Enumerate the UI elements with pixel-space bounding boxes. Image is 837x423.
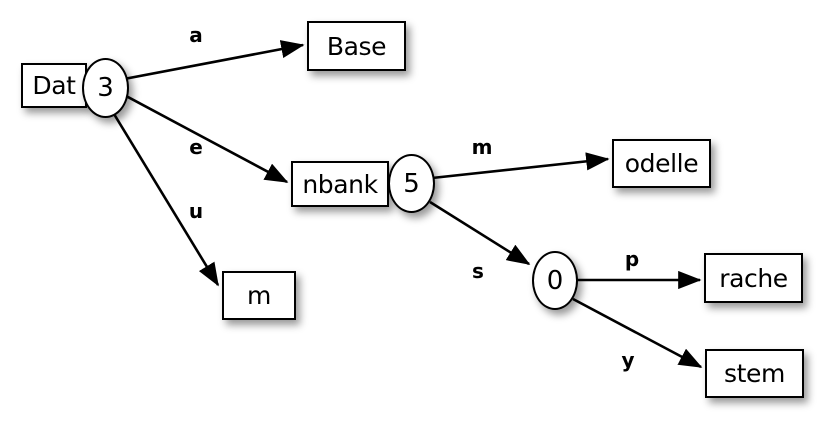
edge-label-y: y (621, 348, 635, 372)
edge-label-p: p (624, 247, 640, 271)
node-5[interactable]: 5 (388, 154, 435, 213)
edge-label-e: e (189, 135, 203, 159)
node-dat[interactable]: Dat (21, 63, 87, 108)
edge-u-n3-to-m_leaf (112, 113, 220, 287)
edge-label-u: u (188, 199, 204, 223)
node-m-leaf-label: m (247, 281, 271, 310)
edge-e-n3-to-nbank (125, 94, 289, 184)
edge-label-s: s (472, 259, 484, 283)
node-odelle[interactable]: odelle (612, 139, 711, 188)
node-3-label: 3 (97, 73, 114, 103)
node-0[interactable]: 0 (532, 251, 578, 310)
node-nbank[interactable]: nbank (291, 161, 389, 207)
node-0-label: 0 (546, 265, 564, 296)
edge-label-m: m (471, 135, 493, 159)
edge-y-n0-to-stem (572, 297, 703, 369)
node-rache-label: rache (719, 263, 788, 293)
edge-a-n3-to-base (123, 40, 305, 81)
edge-label-a: a (189, 23, 203, 47)
node-5-label: 5 (403, 168, 420, 199)
edge-s-n5-to-n0 (429, 200, 531, 266)
node-stem-label: stem (724, 359, 785, 388)
node-stem[interactable]: stem (705, 349, 804, 398)
node-base-label: Base (326, 31, 387, 61)
node-base[interactable]: Base (307, 21, 406, 71)
edge-m-n5-to-odelle (431, 152, 610, 180)
edges-group (112, 40, 703, 369)
node-m-leaf[interactable]: m (222, 271, 296, 320)
node-odelle-label: odelle (624, 149, 699, 178)
node-rache[interactable]: rache (704, 253, 803, 303)
node-3[interactable]: 3 (82, 58, 129, 118)
node-dat-label: Dat (32, 71, 76, 100)
node-nbank-label: nbank (302, 169, 378, 199)
